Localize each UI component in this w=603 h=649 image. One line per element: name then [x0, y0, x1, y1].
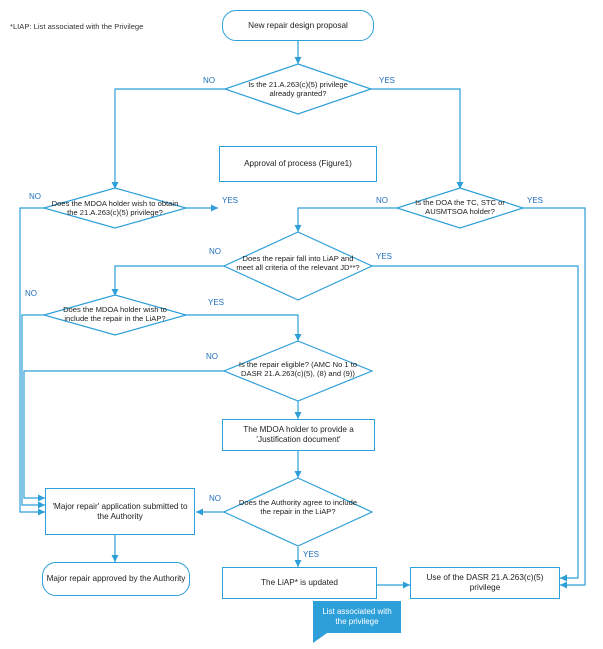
node-d3-label: Is the DOA the TC, STC or AUSMTSOA holde… — [415, 198, 505, 216]
node-approval-of-process: Approval of process (Figure1) — [219, 146, 377, 182]
edge-label-d3-yes: YES — [527, 196, 544, 205]
edge-label-d3-no: NO — [376, 196, 388, 205]
node-end1-label: Major repair approved by the Authority — [46, 574, 186, 584]
node-use-privilege: Use of the DASR 21.A.263(c)(5) privilege — [410, 567, 560, 599]
node-decision-repair-in-liap: Does the repair fall into LiAP and meet … — [233, 242, 363, 286]
node-justification-document: The MDOA holder to provide a 'Justificat… — [222, 419, 375, 451]
node-start: New repair design proposal — [222, 10, 374, 41]
edge-label-d2-yes: YES — [222, 196, 239, 205]
node-decision-privilege-granted: Is the 21.A.263(c)(5) privilege already … — [232, 72, 364, 108]
node-p3-label: The LiAP* is updated — [261, 578, 338, 588]
node-decision-mdoa-wish-obtain: Does the MDOA holder wish to obtain the … — [48, 189, 182, 229]
edge-label-d1-no: NO — [203, 76, 215, 85]
node-decision-authority-agree: Does the Authority agree to include the … — [234, 488, 362, 528]
edge-label-d2-no: NO — [29, 192, 41, 201]
node-d6-label: Is the repair eligible? (AMC No 1 to DAS… — [238, 360, 358, 378]
edge-label-d7-no: NO — [209, 494, 221, 503]
node-p1-label: The MDOA holder to provide a 'Justificat… — [243, 425, 354, 444]
edge-label-d5-yes: YES — [208, 298, 225, 307]
node-major-repair-approved: Major repair approved by the Authority — [42, 562, 190, 596]
node-decision-doa-tc-stc: Is the DOA the TC, STC or AUSMTSOA holde… — [400, 192, 520, 224]
node-major-repair-application: 'Major repair' application submitted to … — [45, 488, 195, 535]
edge-label-d1-yes: YES — [379, 76, 396, 85]
edge-label-d5-no: NO — [25, 289, 37, 298]
callout-liap: List associated with the privilege — [313, 601, 401, 633]
node-p2-label: 'Major repair' application submitted to … — [52, 501, 188, 521]
node-d2-label: Does the MDOA holder wish to obtain the … — [51, 199, 179, 217]
node-d5-label: Does the MDOA holder wish to include the… — [63, 305, 167, 323]
node-approval-label: Approval of process (Figure1) — [244, 159, 352, 169]
edge-label-d6-no: NO — [206, 352, 218, 361]
callout-label: List associated with the privilege — [322, 607, 392, 626]
node-d4-label: Does the repair fall into LiAP and meet … — [236, 254, 360, 272]
edge-label-d4-yes: YES — [376, 252, 393, 261]
node-d1-label: Is the 21.A.263(c)(5) privilege already … — [248, 80, 348, 98]
node-decision-mdoa-wish-include: Does the MDOA holder wish to include the… — [48, 296, 182, 334]
node-start-label: New repair design proposal — [248, 20, 348, 30]
liap-footnote: *LIAP: List associated with the Privileg… — [10, 22, 144, 31]
callout-tail-icon — [313, 633, 327, 643]
node-d7-label: Does the Authority agree to include the … — [238, 498, 358, 516]
edge-label-d7-yes: YES — [303, 550, 320, 559]
edge-label-d4-no: NO — [209, 247, 221, 256]
node-liap-updated: The LiAP* is updated — [222, 567, 377, 599]
node-decision-repair-eligible: Is the repair eligible? (AMC No 1 to DAS… — [234, 350, 362, 390]
node-p4-label: Use of the DASR 21.A.263(c)(5) privilege — [426, 573, 544, 592]
